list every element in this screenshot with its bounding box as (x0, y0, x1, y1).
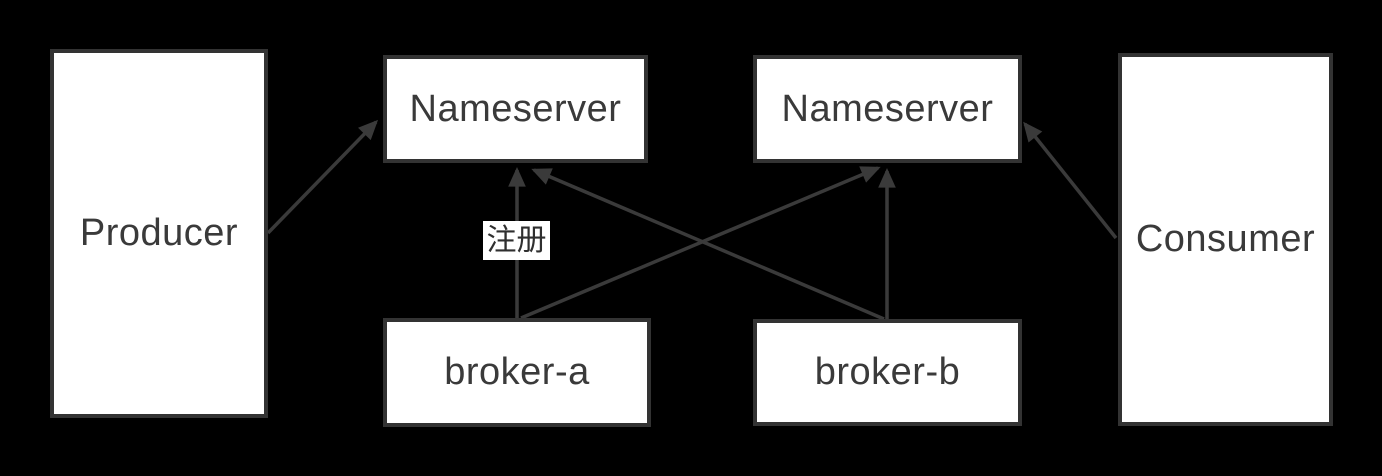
node-broker-a-label: broker-a (444, 351, 590, 393)
node-broker-a: broker-a (383, 318, 651, 427)
node-nameserver-right: Nameserver (753, 55, 1022, 163)
node-nameserver-left-label: Nameserver (409, 87, 622, 130)
edge-broker-a-to-nameserver-right (520, 166, 881, 320)
node-broker-b-label: broker-b (814, 351, 961, 393)
node-producer: Producer (50, 49, 268, 418)
node-nameserver-left: Nameserver (383, 55, 648, 163)
edge-consumer-to-nameserver-right (1023, 121, 1118, 240)
edge-broker-b-to-nameserver-left (531, 168, 885, 321)
node-consumer: Consumer (1118, 53, 1333, 426)
edge-label-register: 注册 (483, 221, 550, 260)
node-consumer-label: Consumer (1135, 218, 1316, 260)
node-producer-label: Producer (79, 212, 239, 254)
node-nameserver-right-label: Nameserver (781, 87, 994, 130)
edge-producer-to-nameserver-left (266, 119, 379, 235)
node-broker-b: broker-b (753, 319, 1022, 426)
